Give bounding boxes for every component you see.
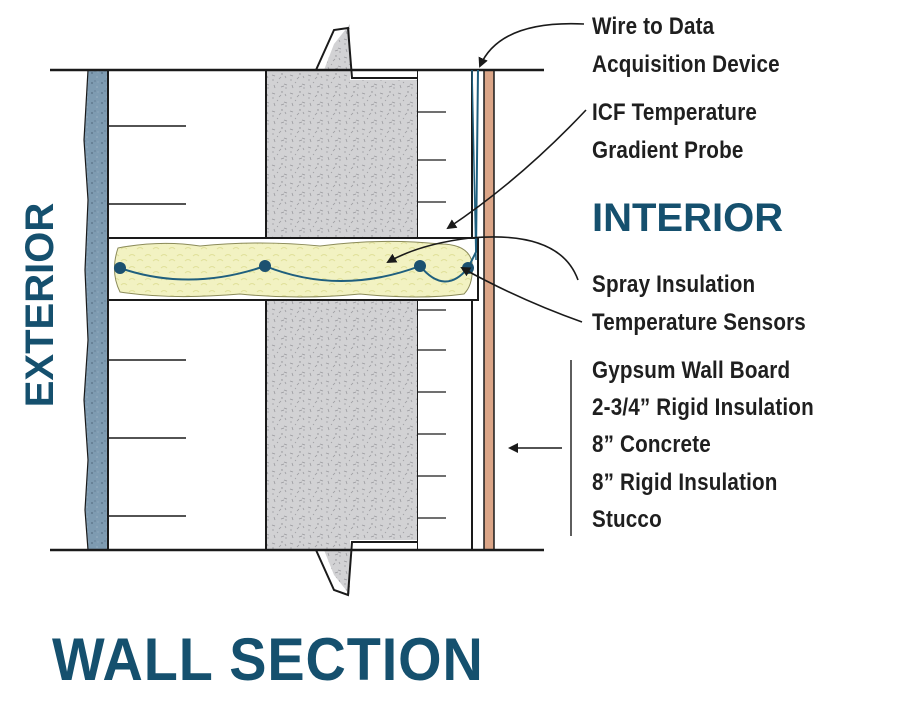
layer-label-exterior-insulation: 8” Rigid Insulation <box>592 469 778 496</box>
layer-label-concrete: 8” Concrete <box>592 431 711 458</box>
sensor-dot-icon <box>114 262 126 274</box>
figure-title: WALL SECTION <box>52 626 484 693</box>
sensors-leader-2 <box>460 267 583 323</box>
sensors-leader-1 <box>386 236 579 281</box>
wire-leader <box>478 22 585 68</box>
probe-leader <box>446 109 587 230</box>
break-line-icon <box>315 26 418 79</box>
concrete-core <box>265 24 419 597</box>
probe-label-line1: ICF Temperature <box>592 99 758 126</box>
layer-label-gypsum: Gypsum Wall Board <box>592 357 791 384</box>
leader-arrows <box>386 22 587 536</box>
sensor-dot-icon <box>462 262 474 274</box>
interior-label: INTERIOR <box>592 196 784 240</box>
layer-label-stucco: Stucco <box>592 506 662 533</box>
wire-label-line1: Wire to Data <box>592 13 715 40</box>
sensor-wire <box>119 69 479 283</box>
sensor-dot-icon <box>414 260 426 272</box>
exterior-label: EXTERIOR <box>18 202 62 408</box>
gypsum-wall-board <box>483 69 495 551</box>
probe-label-line2: Gradient Probe <box>592 137 744 164</box>
exterior-rigid-insulation <box>107 70 266 550</box>
sensors-label-line1: Spray Insulation <box>592 271 756 298</box>
interior-rigid-insulation <box>418 70 473 550</box>
stucco-layer <box>83 69 109 551</box>
wire-label-line2: Acquisition Device <box>592 51 780 78</box>
sensors-label-line2: Temperature Sensors <box>592 309 806 336</box>
sensor-dot-icon <box>259 260 271 272</box>
layer-label-interior-insulation: 2-3/4” Rigid Insulation <box>592 394 814 421</box>
